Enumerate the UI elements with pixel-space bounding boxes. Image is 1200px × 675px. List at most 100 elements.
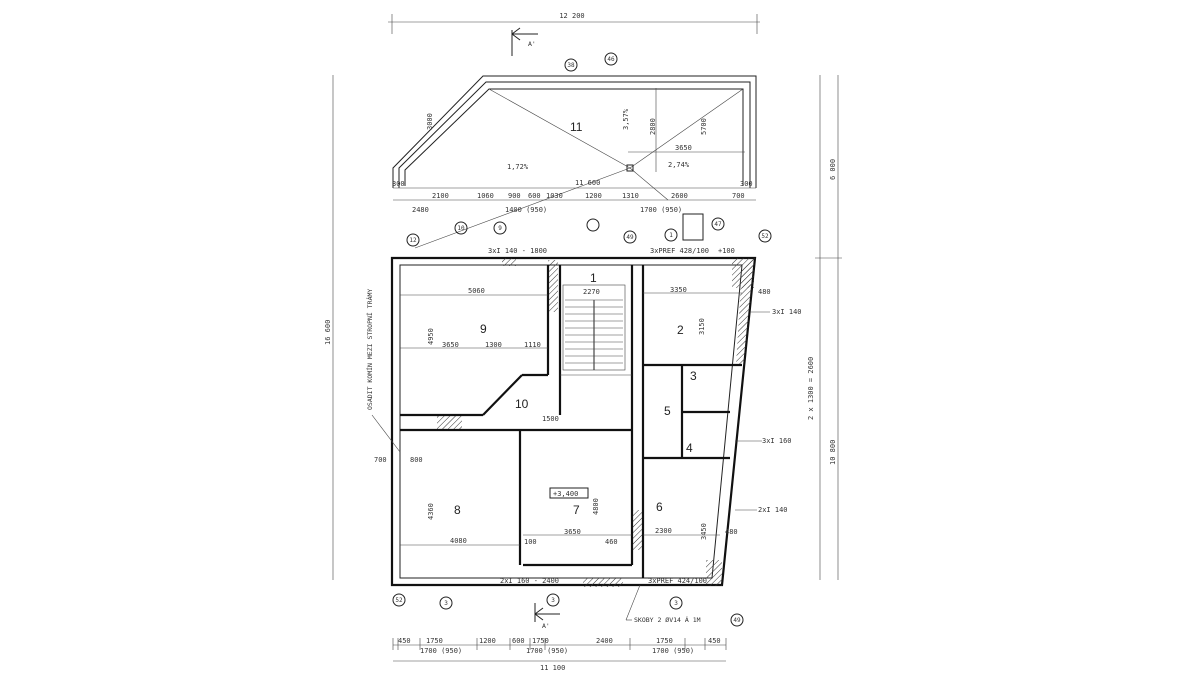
beam-label: 3xI 160	[762, 437, 792, 445]
dimension-label: 1030	[546, 192, 563, 200]
dimension-label: 6 000	[829, 159, 837, 180]
tag-circle	[454, 221, 468, 235]
dimension-label: 4800	[592, 498, 600, 515]
tag-label: 47	[714, 221, 722, 228]
chimney-note-text: OSADIT KOMÍN MEZI STROPNÍ TRÁMY	[365, 289, 374, 410]
dimension-label: 2100	[432, 192, 449, 200]
reference-tag: 1	[664, 228, 678, 242]
dimension-label: 2400	[596, 637, 613, 645]
tag-label: 9	[498, 225, 502, 232]
tag-circle	[669, 596, 683, 610]
dimension-label: 450	[708, 637, 721, 645]
lintel-label: 3xPREF 428/100	[650, 247, 709, 255]
dimension-label: 10 800	[829, 440, 837, 465]
slope-label: 2,74%	[668, 161, 690, 169]
chimney-note: OSADIT KOMÍN MEZI STROPNÍ TRÁMY	[365, 289, 401, 453]
tag-label: 49	[626, 234, 634, 241]
dimension-label: 5700	[700, 118, 708, 135]
dimension-label: 480	[725, 528, 738, 536]
dimension-label: 3650	[564, 528, 581, 536]
room-3-label: 3	[690, 369, 697, 383]
tag-circle	[439, 596, 453, 610]
top-dimension: 12 200	[388, 12, 760, 34]
section-marker-bottom: A'	[534, 603, 560, 630]
dimension-label: 1750	[656, 637, 673, 645]
slope-label: 3,57%	[622, 108, 630, 130]
dimension-label: 1200	[585, 192, 602, 200]
window-dimension: 1400 (950)	[505, 206, 547, 214]
dimension-label: 4950	[427, 328, 435, 345]
room-9-label: 9	[480, 322, 487, 336]
dimension-label: 700	[732, 192, 745, 200]
tag-circle	[664, 228, 678, 242]
dimension-label: 450	[398, 637, 411, 645]
dimension-label: 4360	[427, 503, 435, 520]
beam-label: 2xI 140	[758, 506, 788, 514]
tag-label: 52	[761, 233, 769, 240]
dimension-label: 5060	[468, 287, 485, 295]
section-marker-label: A'	[542, 622, 550, 630]
tag-label: 38	[567, 62, 575, 69]
right-dimensions: 6 000 10 800	[815, 75, 842, 580]
window-dimension: 1700 (950)	[652, 647, 694, 655]
dimension-label: 1110	[524, 341, 541, 349]
room-11-label: 11	[570, 120, 583, 134]
dimension-label: 1500	[542, 415, 559, 423]
room-4-label: 4	[686, 441, 693, 455]
dimension-label: 1750	[532, 637, 549, 645]
tag-circle	[564, 58, 578, 72]
dimension-label: 100	[524, 538, 537, 546]
room-1-label: 1	[590, 271, 597, 285]
room-dimensions: 5060 4950 3650 1300 1110 3350 3150 480 3…	[374, 286, 815, 585]
tag-label: 3	[551, 597, 555, 604]
anchors-tag: 49	[733, 617, 741, 624]
reference-tag: 38	[564, 58, 578, 72]
dimension-label: 16 600	[324, 320, 332, 345]
dimension-label: 1310	[622, 192, 639, 200]
terrace-room-11: 11 11 600 3000 3,57% 2800 5700 3650 1,72…	[392, 75, 757, 249]
bottom-dimensions: 450 1750 1200 600 1750 2400 1750 450 170…	[392, 637, 727, 672]
left-dimension: 16 600	[324, 75, 334, 580]
dimension-label: 11 600	[575, 179, 600, 187]
room-8-label: 8	[454, 503, 461, 517]
dimension-label: 3350	[670, 286, 687, 294]
dimension-label: 2600	[671, 192, 688, 200]
tag-circle	[546, 593, 560, 607]
beam-label: 3xI 140	[772, 308, 802, 316]
room-5-label: 5	[664, 404, 671, 418]
tag-label: 10	[457, 225, 465, 232]
dimension-label: 600	[528, 192, 541, 200]
lintel-label: 3xPREF 424/100	[648, 577, 707, 585]
reference-tag: 9	[493, 221, 507, 235]
tag-circle	[604, 52, 618, 66]
reference-tag: 49	[623, 230, 637, 244]
dimension-label: 3650	[442, 341, 459, 349]
top-total-dimension: 12 200	[559, 12, 584, 20]
dimension-label: 300	[392, 180, 405, 188]
tag-label: 46	[607, 56, 615, 63]
dimension-label: 800	[410, 456, 423, 464]
dimension-label: 2 x 1300 = 2600	[807, 357, 815, 420]
level-mark-label: +3,400	[553, 490, 578, 498]
reference-tag: 3	[669, 596, 683, 610]
terrace-dimension-row: 2100 1060 900 600 1030 1200 1310 2600 70…	[412, 192, 745, 255]
reference-tag	[586, 218, 600, 232]
tag-circle	[586, 218, 600, 232]
level-mark: +3,400	[549, 487, 589, 499]
dimension-label: 300	[740, 180, 753, 188]
staircase: 2270	[562, 284, 626, 371]
dimension-label: 3150	[698, 318, 706, 335]
tag-circle	[406, 233, 420, 247]
tag-label: 52	[395, 597, 403, 604]
tag-circle	[623, 230, 637, 244]
slope-label: 1,72%	[507, 163, 529, 171]
dimension-label: 4080	[450, 537, 467, 545]
reference-tag: 47	[711, 217, 725, 231]
lintel-label: 2xI 160 - 2400	[500, 577, 559, 585]
tag-label: 1	[669, 232, 673, 239]
reference-tag: 3	[439, 596, 453, 610]
tag-label: 12	[409, 237, 417, 244]
dimension-label: 900	[508, 192, 521, 200]
reference-tag: 3	[546, 593, 560, 607]
section-marker-top: A'	[511, 27, 538, 56]
